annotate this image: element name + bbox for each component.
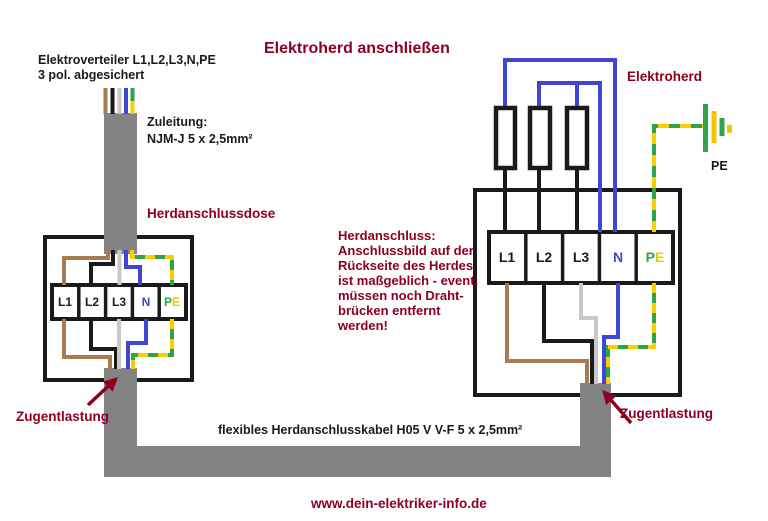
junction-terminal-n: N (141, 295, 151, 309)
stove-terminal-strip (487, 230, 675, 285)
note-line: Rückseite des Herdes (338, 258, 474, 273)
page-title: Elektroherd anschließen (264, 40, 450, 57)
junction-box-wires-bottom (62, 319, 174, 369)
distributor-line2: 3 pol. abgesichert (38, 68, 145, 82)
supply-line2: NJM-J 5 x 2,5mm² (147, 132, 253, 146)
stove-terminal-n: N (612, 249, 624, 265)
junction-box-label: Herdanschlussdose (147, 206, 276, 221)
stove-terminal-pe-e: E (655, 249, 665, 265)
heating-elements (493, 105, 590, 171)
junction-terminal-pe-e: E (172, 295, 181, 309)
note-line: brücken entfernt (338, 303, 441, 318)
junction-terminal-l3: L3 (111, 295, 127, 309)
supply-cable (104, 113, 137, 254)
strain-relief-label-right: Zugentlastung (620, 406, 713, 421)
strain-relief-arrow-right (602, 389, 633, 425)
pe-earth-wire (652, 124, 703, 232)
junction-box-wires-top (62, 250, 174, 285)
supply-label: Zuleitung: NJM-J 5 x 2,5mm² (147, 114, 253, 148)
flexible-cable (104, 368, 611, 477)
stove-terminal-l1: L1 (498, 249, 516, 265)
junction-terminal-pe-p: P (163, 295, 172, 309)
website-label: www.dein-elektriker-info.de (311, 496, 487, 511)
stove-terminal-pe: PE (646, 249, 665, 265)
stove-bridge-wires (503, 58, 617, 232)
stove-terminal-l3: L3 (572, 249, 590, 265)
supply-line1: Zuleitung: (147, 115, 208, 129)
flexible-cable-label: flexibles Herdanschlusskabel H05 V V-F 5… (218, 423, 523, 437)
note-line: müssen noch Draht- (338, 288, 464, 303)
earth-label: PE (711, 159, 728, 173)
stove-label: Elektroherd (627, 69, 703, 84)
note-line: Anschlussbild auf der (338, 243, 474, 258)
stove-wires-bottom (505, 283, 656, 384)
note-line: Herdanschluss: (338, 228, 436, 243)
supply-wire-stubs (103, 88, 135, 114)
stove-terminal-l2: L2 (535, 249, 553, 265)
distributor-line1: Elektroverteiler L1,L2,L3,N,PE (38, 53, 216, 67)
junction-terminal-pe: PE (164, 295, 180, 309)
strain-relief-label-left: Zugentlastung (16, 409, 109, 424)
distributor-label: Elektroverteiler L1,L2,L3,N,PE 3 pol. ab… (38, 53, 216, 83)
junction-terminal-l2: L2 (84, 295, 100, 309)
note-block: Herdanschluss: Anschlussbild auf der Rüc… (338, 228, 478, 333)
strain-relief-arrow-left (86, 377, 119, 407)
earth-symbol (703, 104, 732, 152)
stove-terminal-pe-p: P (645, 249, 655, 265)
note-line: ist maßgeblich - event. (338, 273, 479, 288)
note-line: werden! (338, 318, 388, 333)
junction-terminal-l1: L1 (57, 295, 73, 309)
